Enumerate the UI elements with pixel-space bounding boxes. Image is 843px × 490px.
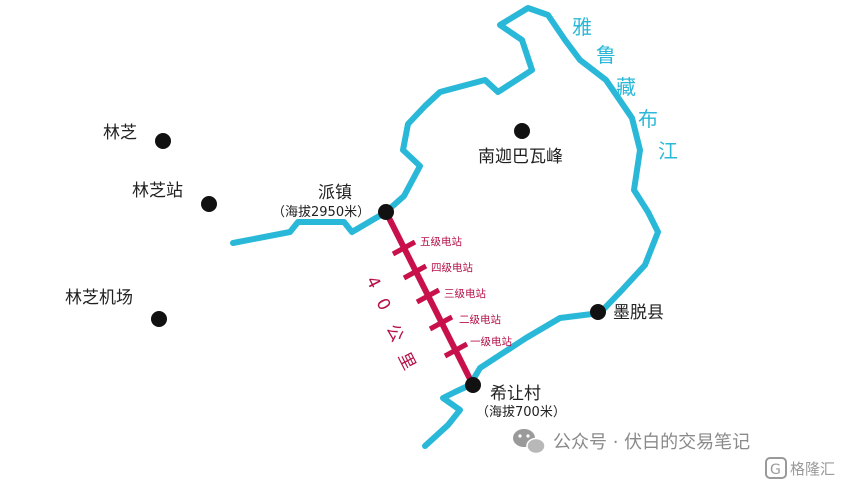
river-label-1: 雅	[572, 15, 592, 39]
station-label-3: 三级电站	[444, 287, 486, 300]
station-label-5: 五级电站	[420, 235, 462, 248]
linzhi-station-label: 林芝站	[132, 181, 183, 201]
station-label-2: 二级电站	[459, 313, 501, 326]
wechat-logo-icon	[513, 429, 546, 455]
river-label-5: 江	[658, 139, 678, 163]
linzhi-marker	[155, 133, 171, 149]
svg-text:G: G	[770, 462, 781, 478]
distance-label-1: 4	[362, 273, 385, 292]
station-tick-2	[428, 314, 454, 332]
source-logo-icon: G	[765, 457, 787, 479]
distance-label-4: 里	[394, 349, 420, 373]
distance-label-2: 0	[372, 295, 395, 314]
station-tick-5	[391, 239, 417, 257]
hydro-route	[383, 210, 476, 387]
river-label-3: 藏	[616, 75, 636, 99]
watermark-text: 公众号 · 伏白的交易笔记	[553, 432, 750, 453]
paizhen-label: 派镇	[318, 183, 352, 203]
river-label-4: 布	[638, 107, 658, 131]
xirang-label: 希让村	[490, 384, 541, 404]
paizhen-marker	[378, 204, 394, 220]
river-label-2: 鲁	[596, 43, 616, 67]
xirang-marker	[465, 377, 481, 393]
distance-label-3: 公	[382, 321, 408, 345]
xirang-altitude: （海拔700米）	[476, 405, 566, 420]
linzhi-label: 林芝	[103, 123, 137, 143]
station-label-1: 一级电站	[470, 335, 512, 348]
linzhi-airport-marker	[151, 311, 167, 327]
namcha-barwa-label: 南迦巴瓦峰	[478, 147, 563, 167]
medog-label: 墨脱县	[613, 303, 664, 323]
linzhi-airport-label: 林芝机场	[65, 288, 133, 308]
medog-marker	[590, 304, 606, 320]
station-tick-1	[443, 341, 469, 359]
linzhi-station-marker	[201, 196, 217, 212]
source-logo-text: 格隆汇	[790, 460, 835, 478]
station-tick-3	[415, 287, 441, 305]
namcha-barwa-marker	[514, 123, 530, 139]
paizhen-altitude: （海拔2950米）	[272, 205, 370, 220]
station-tick-4	[402, 263, 428, 281]
station-label-4: 四级电站	[431, 261, 473, 274]
river-line	[230, 5, 661, 449]
